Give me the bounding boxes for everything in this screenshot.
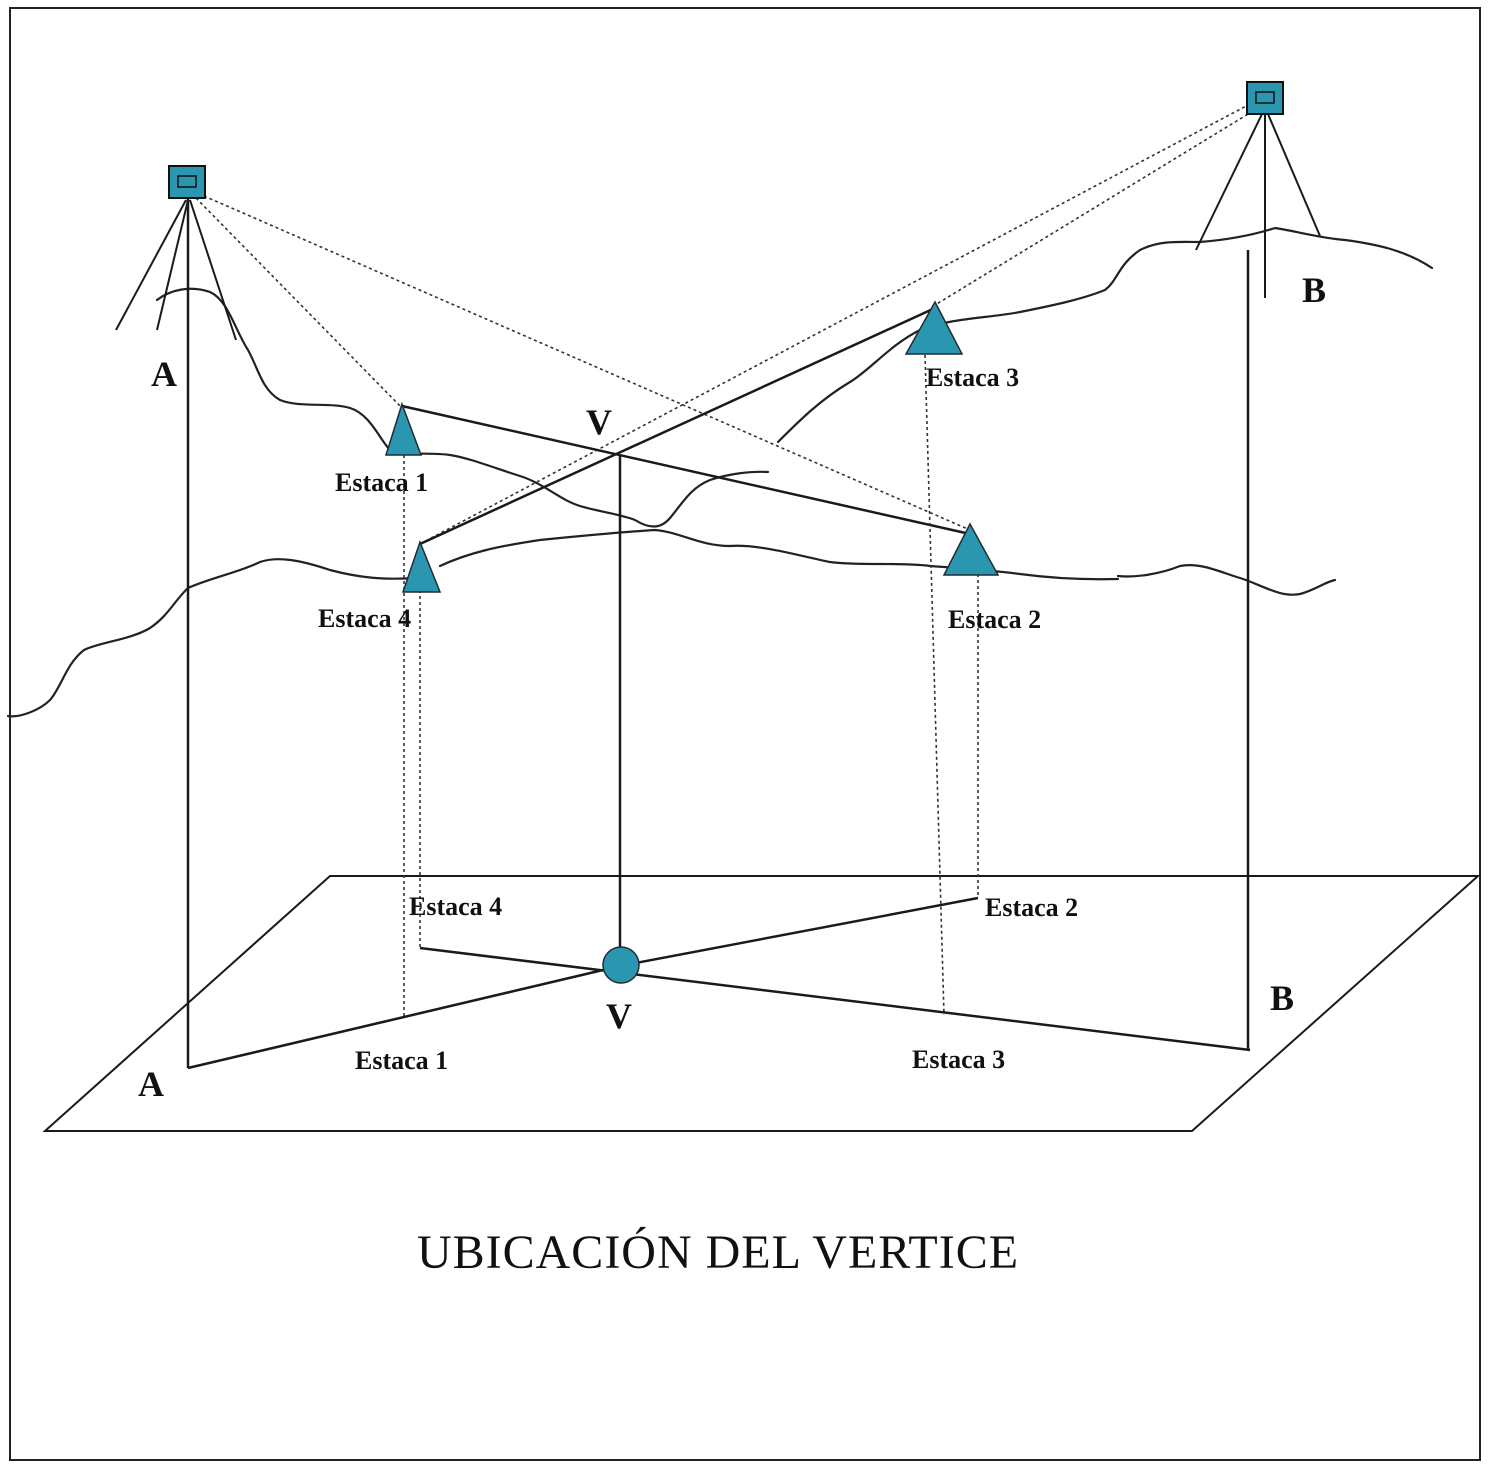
terrain-line-c	[6, 558, 417, 718]
label-estaca3-upper: Estaca 3	[926, 363, 1019, 392]
plane-outline	[42, 875, 1481, 1132]
ground-plane	[42, 875, 1481, 1132]
plan-line-a-v	[187, 964, 621, 1070]
plan-lines	[187, 896, 1251, 1070]
diagram-caption: UBICACIÓN DEL VERTICE	[417, 1225, 1019, 1279]
line-estaca1-estaca2	[401, 404, 971, 536]
instrument-a	[115, 165, 237, 341]
sight-b-estaca3	[934, 107, 1259, 306]
label-estaca3-lower: Estaca 3	[912, 1045, 1005, 1074]
label-b-upper: B	[1302, 270, 1326, 310]
label-a-lower: A	[138, 1064, 164, 1104]
label-a-upper: A	[151, 354, 177, 394]
tripod-b-leg-right	[1267, 113, 1321, 237]
tripod-a-leg-left	[115, 199, 187, 331]
sight-a-estaca2	[203, 195, 971, 531]
vertex-circle-icon	[602, 946, 640, 984]
stake-triangle-icon	[904, 300, 964, 355]
terrain-line-a	[155, 287, 770, 528]
line-estaca4-estaca3	[419, 306, 936, 546]
tripod-a-leg-right	[189, 199, 237, 341]
tripod-b-leg-left	[1195, 113, 1263, 251]
label-estaca2-lower: Estaca 2	[985, 893, 1078, 922]
tripod-a-leg-mid	[156, 199, 189, 331]
sight-a-estaca1	[195, 197, 403, 409]
stake-triangle-icon	[384, 401, 423, 456]
sight-lines	[195, 103, 1259, 546]
label-estaca1-lower: Estaca 1	[355, 1046, 448, 1075]
label-estaca1-upper: Estaca 1	[335, 468, 428, 497]
terrain-line-d	[438, 528, 1120, 581]
theodolite-icon	[1246, 81, 1284, 115]
proj-estaca3	[924, 354, 945, 1016]
label-estaca2-upper: Estaca 2	[948, 605, 1041, 634]
sight-b-estaca4	[417, 103, 1251, 546]
plan-line-estaca4-estaca3	[419, 946, 1251, 1052]
terrain-line-b	[776, 226, 1434, 444]
label-v-upper: V	[586, 402, 612, 442]
stake-triangle-icon	[401, 539, 442, 593]
terrain-profile	[6, 226, 1434, 718]
theodolite-icon	[168, 165, 206, 199]
stake-triangle-icon	[942, 522, 1000, 576]
instrument-b	[1195, 81, 1321, 298]
projection-lines	[403, 354, 979, 1018]
plan-line-v-estaca2	[619, 896, 979, 968]
label-estaca4-lower: Estaca 4	[409, 892, 502, 921]
label-b-lower: B	[1270, 978, 1294, 1018]
diagram-frame	[9, 7, 1481, 1461]
label-estaca4-upper: Estaca 4	[318, 604, 411, 633]
label-v-lower: V	[606, 996, 632, 1036]
terrain-line-e	[1116, 564, 1337, 596]
